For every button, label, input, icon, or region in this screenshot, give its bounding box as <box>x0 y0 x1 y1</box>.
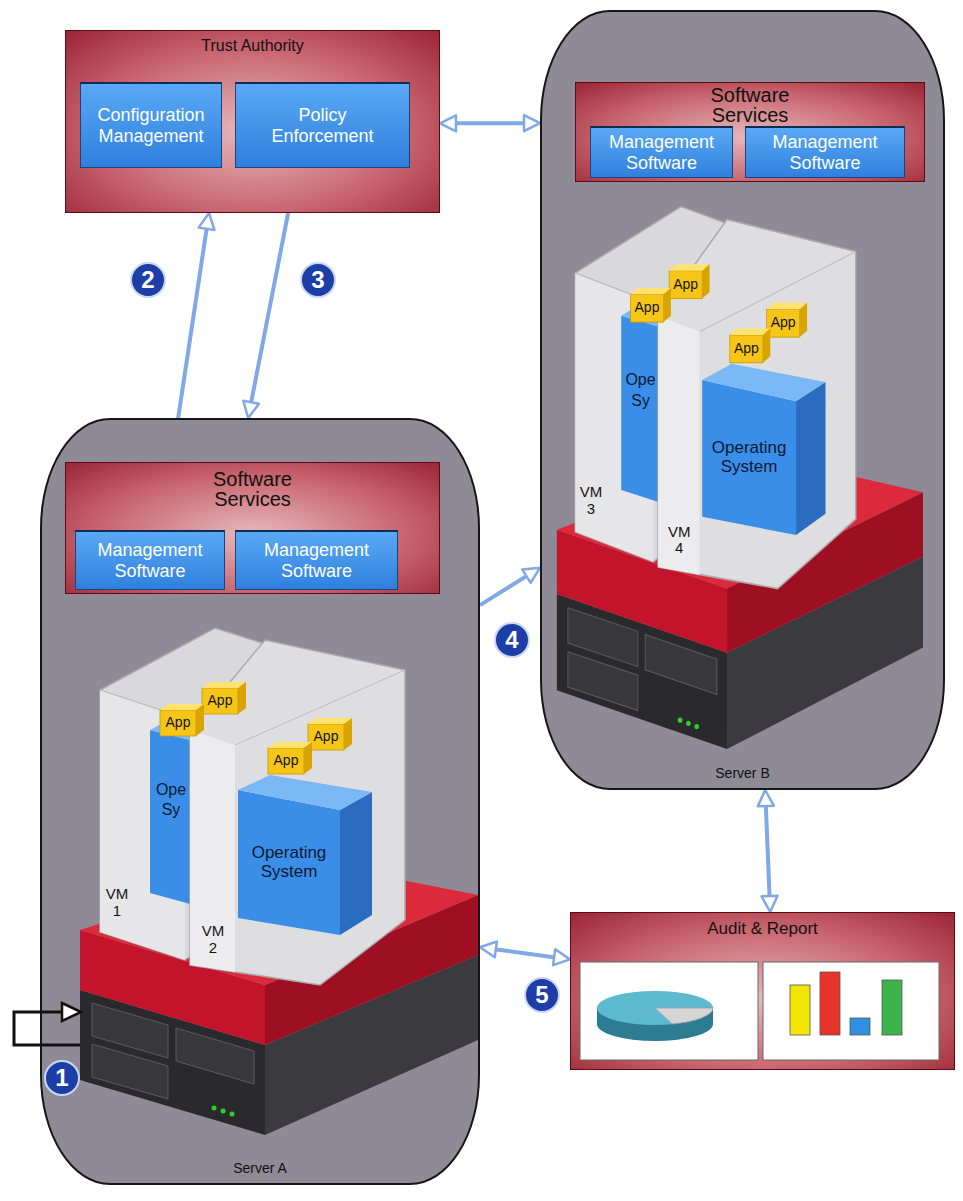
arrowhead <box>762 896 778 912</box>
app-label: App <box>274 753 299 769</box>
connector-arrow <box>493 949 557 958</box>
connector-arrow <box>453 121 527 125</box>
drive-bay <box>92 1044 168 1099</box>
os-label: Ope <box>625 371 655 389</box>
vm-shell-edge <box>235 670 405 745</box>
boot-measure-loop <box>14 1003 81 1045</box>
os-label: Operating System <box>701 438 797 476</box>
os-label: Sy <box>162 801 181 819</box>
node-text: Server A <box>233 1160 287 1176</box>
node-text: Management Software <box>758 132 893 173</box>
node-text: Management Software <box>249 540 384 581</box>
pie-chart <box>597 991 713 1025</box>
report-charts <box>580 962 939 1060</box>
app-label: App <box>208 693 233 709</box>
policy-box: Policy Enforcement <box>235 82 410 168</box>
arrowhead <box>553 949 570 965</box>
node-text: Software Services <box>685 85 815 125</box>
bar <box>882 980 902 1035</box>
status-light <box>221 1109 226 1114</box>
callout-number: 4 <box>494 622 530 658</box>
management-box: Management Software <box>75 530 225 590</box>
app-label: App <box>734 341 759 357</box>
trust-authority-box: Trust AuthorityConfiguration Management P… <box>65 30 440 213</box>
arrowhead <box>440 115 456 131</box>
node-text: Management Software <box>83 540 218 581</box>
chart-panel <box>763 962 939 1060</box>
app-label: App <box>771 315 796 331</box>
app-label: App <box>673 277 698 293</box>
server-a-illustration <box>80 628 478 1135</box>
pie-slice <box>655 1008 713 1024</box>
bar <box>790 985 810 1035</box>
node-text: Server B <box>715 765 769 781</box>
node-text: Management Software <box>596 132 727 173</box>
os-block-side <box>340 792 372 935</box>
app-label: App <box>166 715 191 731</box>
status-light <box>230 1112 235 1117</box>
management-box: Management Software <box>590 126 733 178</box>
server-b-illustration <box>557 207 923 749</box>
arrowhead <box>522 568 540 583</box>
node-text: Configuration Management <box>86 105 216 146</box>
app-cube <box>308 724 344 750</box>
loop-arrow-head <box>62 1003 81 1021</box>
node-text: Audit & Report <box>571 919 954 939</box>
callout-number: 5 <box>524 977 560 1013</box>
os-label: Operating System <box>241 843 337 881</box>
configuration-box: Configuration Management <box>80 82 222 168</box>
app-cube <box>268 748 304 774</box>
arrowhead <box>524 115 540 131</box>
app-cube <box>344 718 352 750</box>
vm-shell <box>190 640 405 985</box>
node-text: Software Services <box>188 469 318 509</box>
arrowhead <box>758 790 774 806</box>
os-block-top <box>238 775 372 810</box>
os-label: Sy <box>631 392 650 410</box>
app-label: App <box>314 729 339 745</box>
software-services-box: Software ServicesManagement Software Mana… <box>65 462 440 594</box>
connector-arrow <box>178 226 207 418</box>
connector-arrow <box>251 213 289 405</box>
connector-arrow <box>766 803 770 899</box>
chart-panel <box>580 962 758 1060</box>
connector-arrow <box>480 575 529 606</box>
arrowhead <box>199 213 215 230</box>
callout-number: 1 <box>44 1060 80 1096</box>
node-text: Trust Authority <box>66 37 439 55</box>
os-label: Ope <box>156 781 186 799</box>
management-box: Management Software <box>235 530 398 590</box>
vm-shell-face <box>190 730 235 972</box>
app-cube <box>238 682 246 714</box>
callout-number: 3 <box>300 262 336 298</box>
arrowhead <box>480 941 497 957</box>
status-light <box>212 1106 217 1111</box>
app-cube <box>196 704 204 736</box>
bar <box>820 972 840 1035</box>
vm-label: VM 1 <box>102 886 132 920</box>
arrowhead <box>243 401 259 418</box>
callout-number: 2 <box>130 262 166 298</box>
management-box: Management Software <box>745 126 905 178</box>
drive-bay <box>176 1028 254 1084</box>
app-label: App <box>635 300 660 316</box>
software-services-box: Software ServicesManagement Software Mana… <box>575 82 925 182</box>
node-text: Policy Enforcement <box>258 105 388 146</box>
app-cube <box>202 688 238 714</box>
app-cube <box>304 742 312 774</box>
vm-label: VM 4 <box>664 524 694 558</box>
vm-label: VM 3 <box>576 484 606 518</box>
os-block <box>238 790 340 935</box>
vm-label: VM 2 <box>198 923 228 957</box>
app-cube <box>160 710 196 736</box>
bar <box>850 1018 870 1035</box>
